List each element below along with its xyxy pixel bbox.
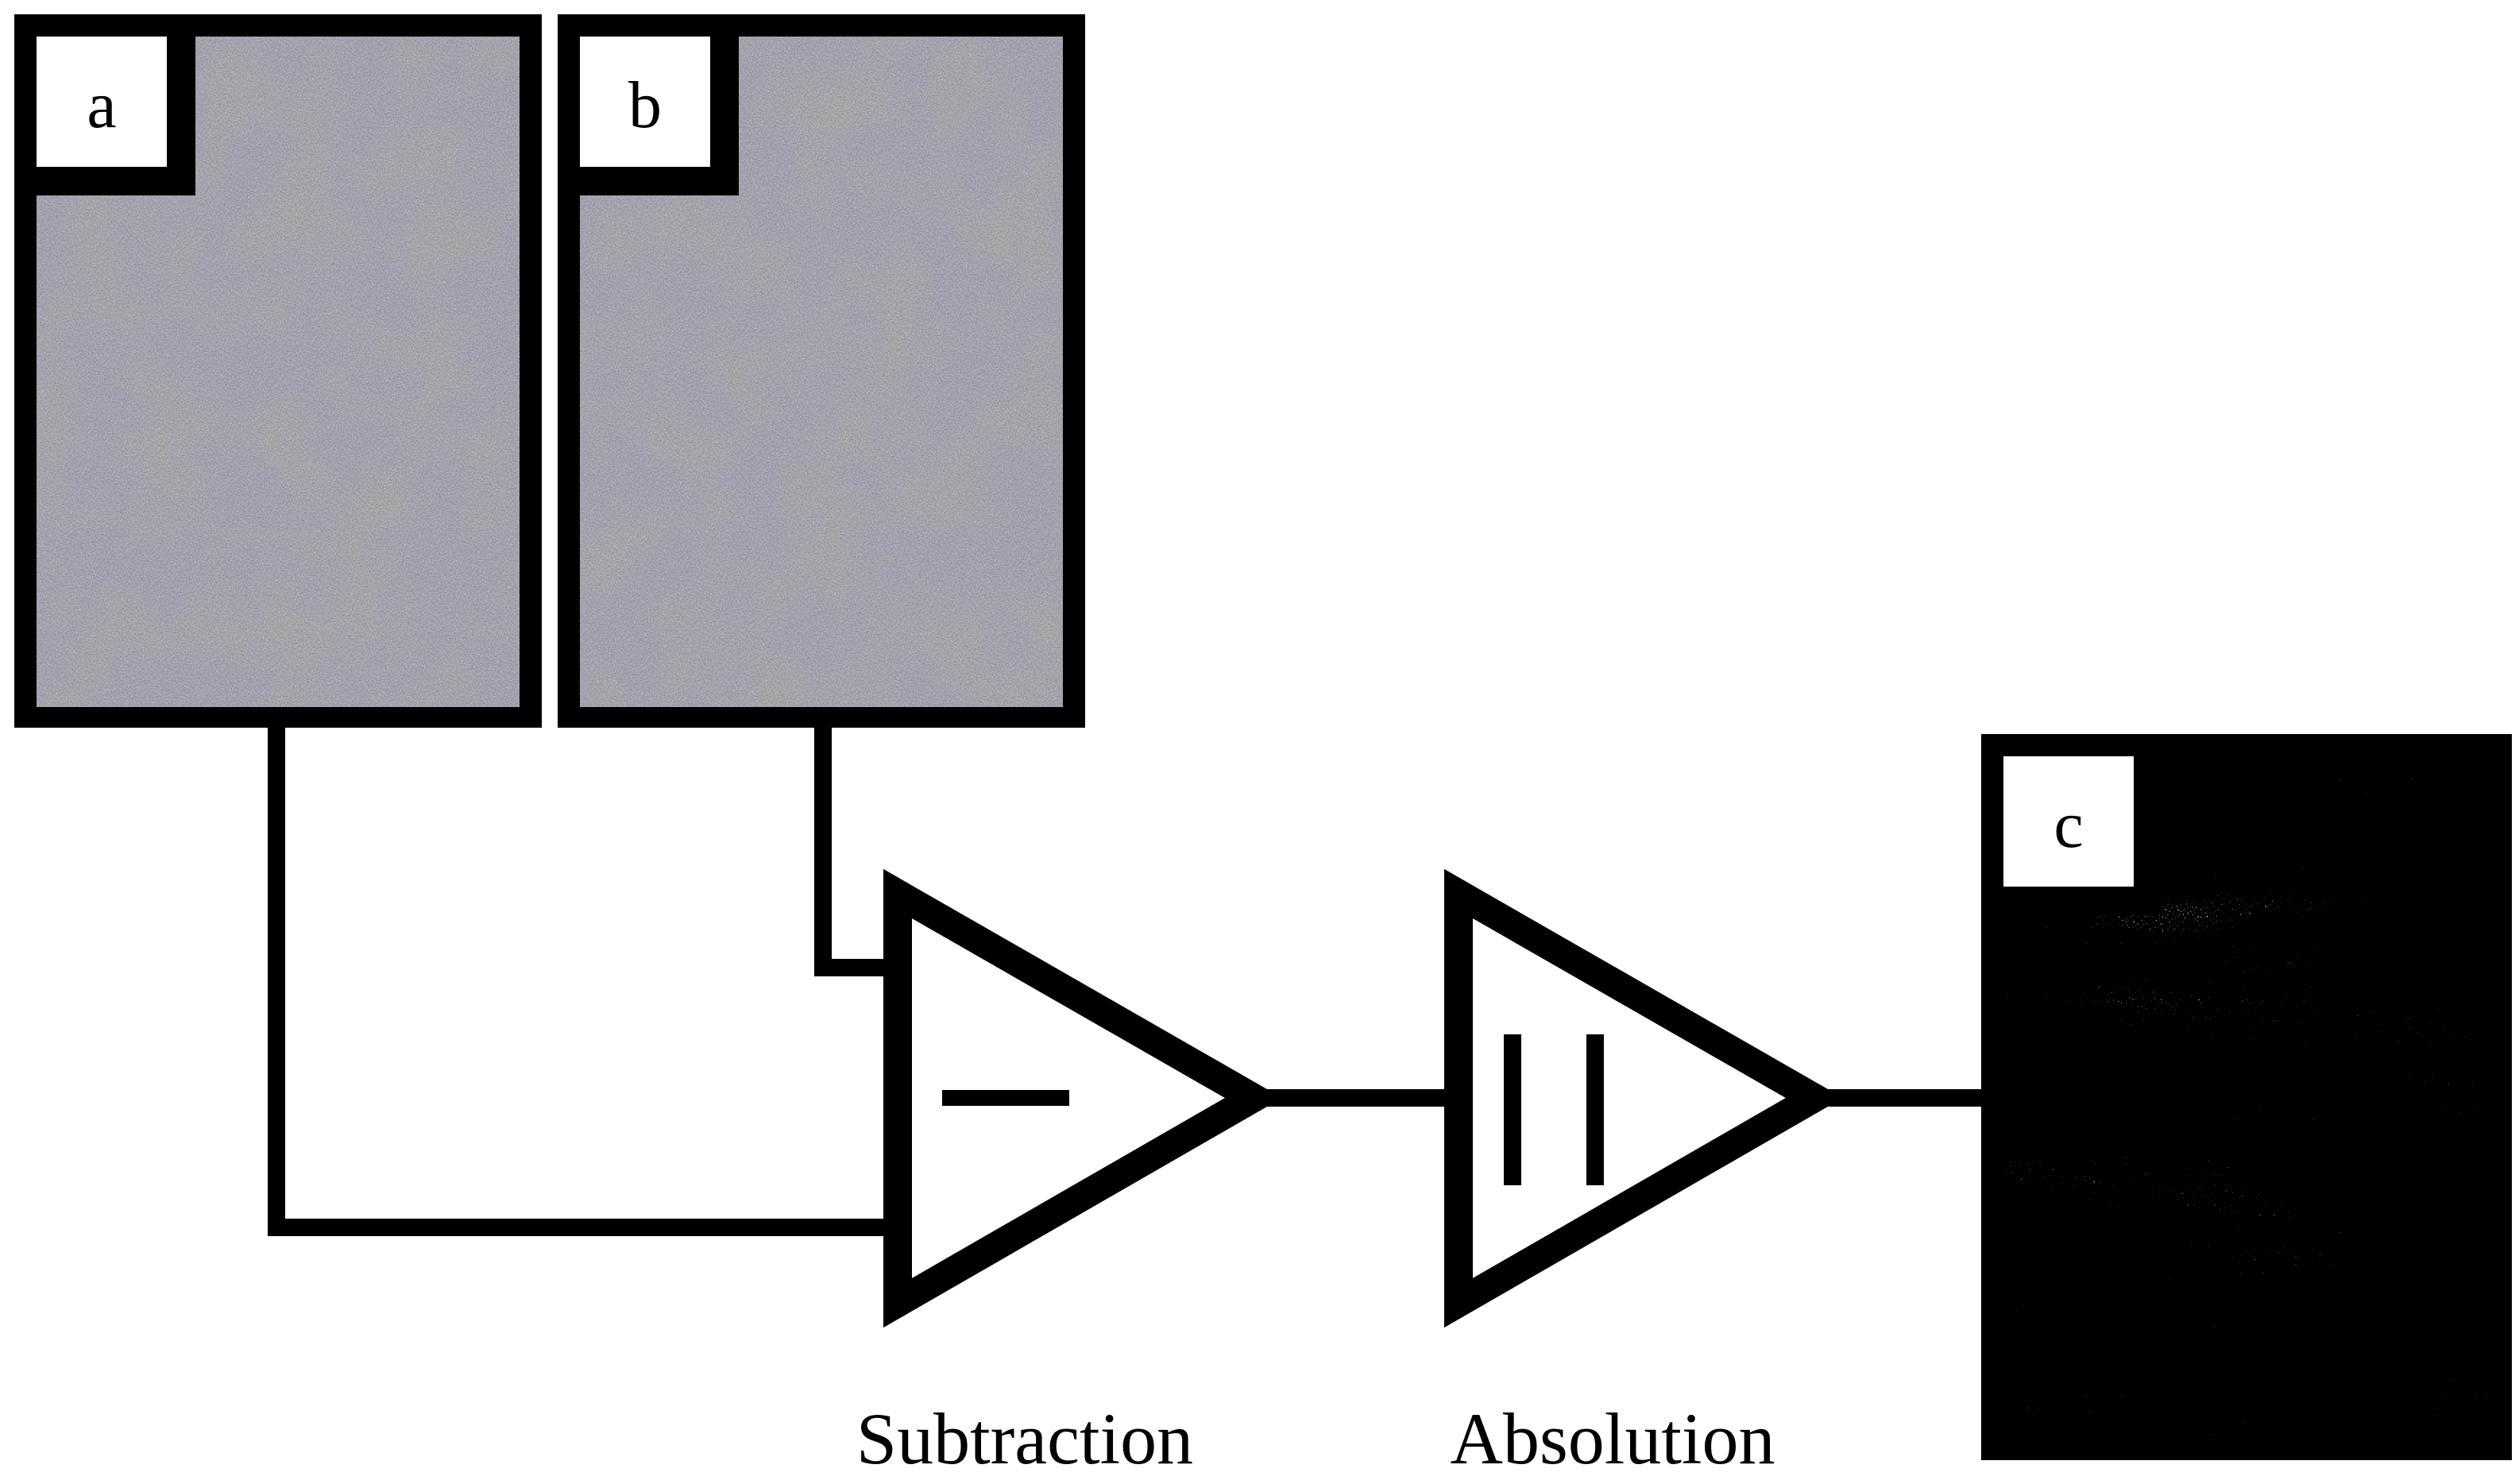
absolution-operator: Absolution [1444,868,1844,1479]
connectors [268,728,1981,1236]
connector-a-to-subtraction [268,728,888,1236]
subtraction-triangle [883,868,1283,1328]
absolution-label: Absolution [1451,1398,1775,1479]
absolution-triangle [1444,868,1844,1328]
result-image-c: c [1981,734,2512,1460]
subtraction-operator: Subtraction [856,868,1283,1479]
label-b-box [580,37,710,167]
input-image-b: b [558,14,1085,728]
subtraction-label: Subtraction [856,1398,1193,1479]
label-b: b [628,68,662,142]
input-image-a: a [14,14,542,728]
label-c: c [2053,788,2083,862]
label-a: a [87,68,116,142]
label-a-box [37,37,167,167]
connector-b-to-subtraction [814,728,888,976]
label-c-box [2003,756,2134,887]
